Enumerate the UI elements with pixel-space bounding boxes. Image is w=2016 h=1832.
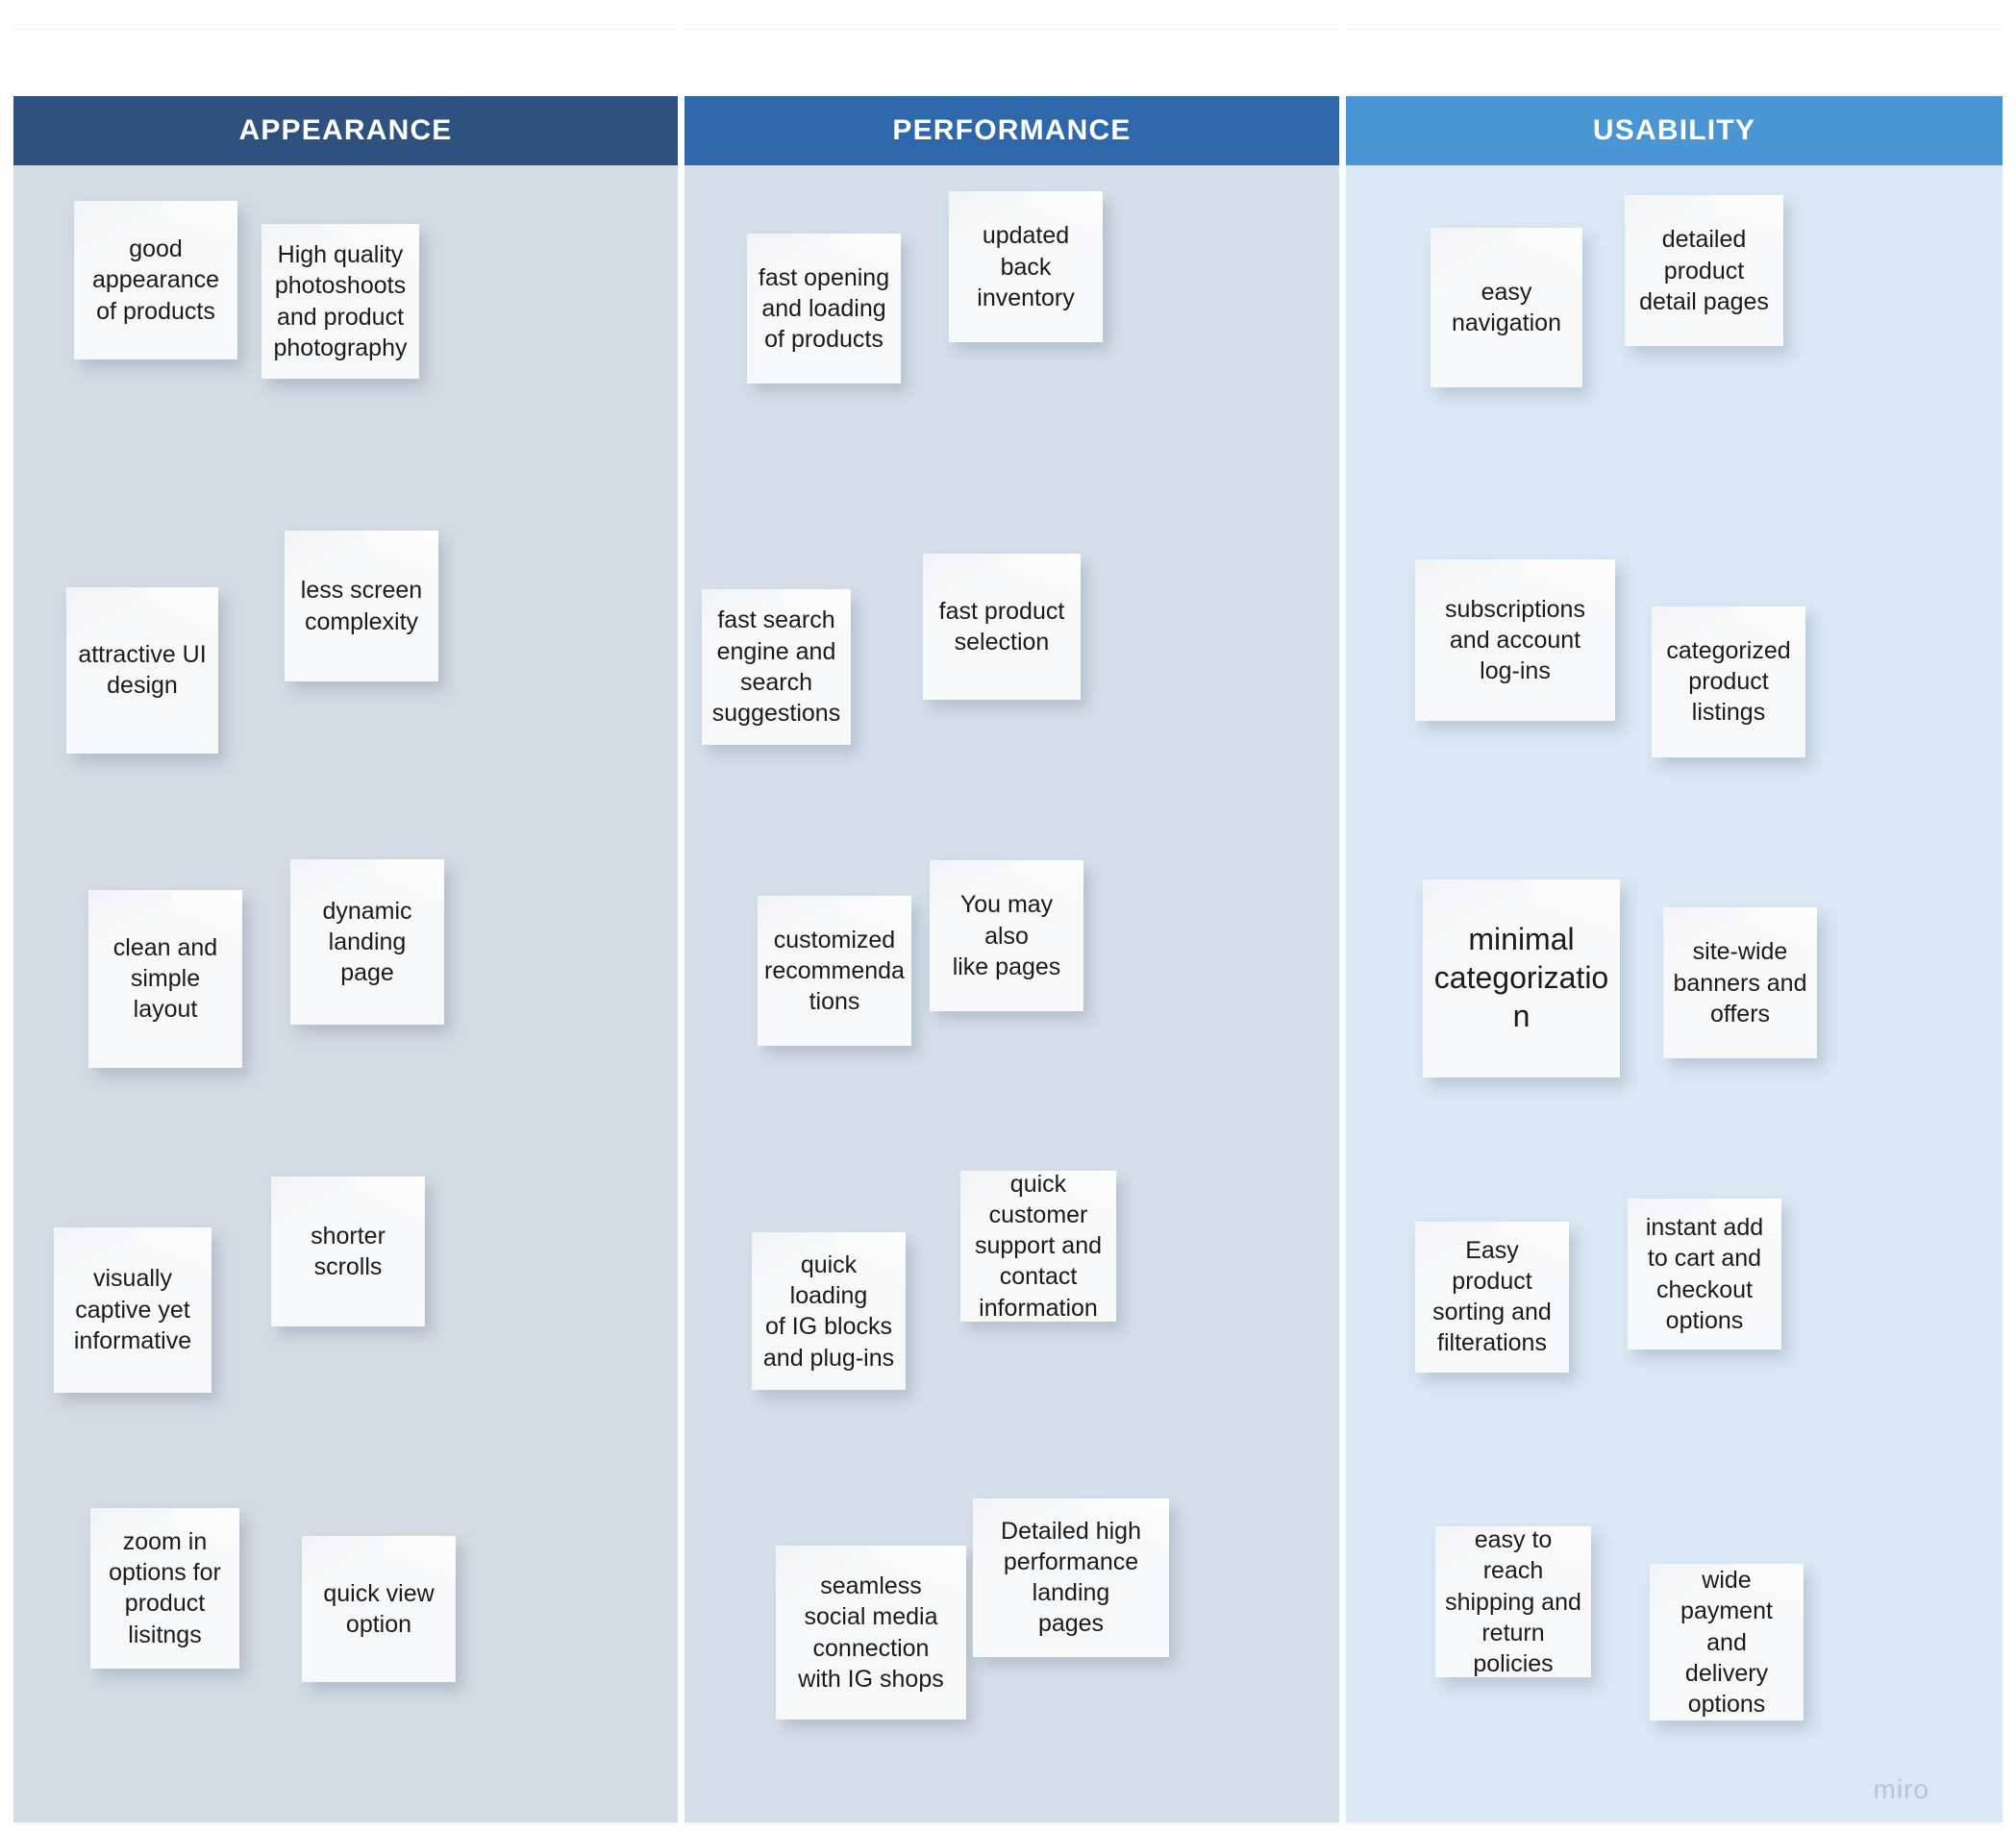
sticky-note[interactable]: zoom in options for product lisitngs — [90, 1507, 239, 1670]
sticky-note[interactable]: easy to reach shipping and return polici… — [1435, 1526, 1591, 1678]
sticky-note-text: shorter scrolls — [311, 1222, 386, 1281]
sticky-note[interactable]: site-wide banners and offers — [1663, 907, 1817, 1059]
sticky-note[interactable]: minimal categorizatio n — [1423, 879, 1620, 1077]
sticky-note[interactable]: customized recommenda tions — [758, 895, 911, 1047]
column-body-2: easy navigation detailed product detail p… — [1346, 165, 2003, 1825]
sticky-note[interactable]: less screen complexity — [285, 531, 438, 682]
column-header-0: APPEARANCE — [13, 96, 678, 165]
sticky-note[interactable]: clean and simple layout — [88, 889, 242, 1068]
sticky-note-text: site-wide banners and offers — [1673, 938, 1807, 1027]
sticky-note-text: less screen complexity — [300, 577, 423, 635]
sticky-note-text: updated back inventory — [977, 222, 1075, 311]
sticky-note[interactable]: fast search engine and search suggestion… — [702, 589, 851, 745]
miro-watermark: miro — [1873, 1774, 1929, 1804]
sticky-note[interactable]: Detailed high performance landing pages — [973, 1498, 1169, 1657]
sticky-note[interactable]: You may also like pages — [930, 860, 1083, 1012]
sticky-note-text: easy to reach shipping and return polici… — [1445, 1526, 1581, 1678]
sticky-note-text: High quality photoshoots and product pho… — [273, 241, 408, 361]
column-title: APPEARANCE — [238, 114, 453, 146]
sticky-note[interactable]: easy navigation — [1431, 227, 1582, 388]
sticky-note[interactable]: good appearance of products — [74, 201, 237, 359]
column-blank-cell — [684, 29, 1339, 97]
sticky-note-text: easy navigation — [1452, 278, 1561, 336]
column-body-1: fast opening and loading of products upda… — [684, 165, 1339, 1825]
column-header-2: USABILITY — [1346, 96, 2003, 165]
column-blank-cell — [1346, 29, 2003, 97]
column-title: USABILITY — [1592, 114, 1756, 146]
sticky-note[interactable]: High quality photoshoots and product pho… — [261, 223, 419, 380]
column-title: PERFORMANCE — [892, 114, 1132, 146]
sticky-note-text: dynamic landing page — [322, 897, 412, 987]
sticky-note[interactable]: detailed product detail pages — [1625, 195, 1783, 347]
column-body-0: good appearance of products High quality … — [13, 165, 678, 1825]
sticky-note-text: detailed product detail pages — [1639, 226, 1769, 315]
sticky-note[interactable]: seamless social media connection with IG… — [776, 1545, 966, 1721]
sticky-note-text: quick loading of IG blocks and plug-ins — [762, 1250, 895, 1372]
sticky-note-text: minimal categorizatio n — [1433, 922, 1609, 1033]
sticky-note[interactable]: Easy product sorting and filterations — [1415, 1221, 1569, 1373]
column-blank-cell — [13, 29, 678, 97]
column-appearance: APPEARANCE good appearance of products Hig… — [13, 29, 678, 1825]
sticky-note[interactable]: dynamic landing page — [290, 859, 444, 1025]
sticky-note-text: subscriptions and account log-ins — [1445, 595, 1585, 685]
sticky-note-text: Easy product sorting and filterations — [1432, 1236, 1552, 1357]
sticky-note[interactable]: attractive UI design — [66, 587, 218, 754]
sticky-note[interactable]: categorized product listings — [1652, 606, 1805, 757]
sticky-note[interactable]: quick customer support and contact infor… — [960, 1170, 1116, 1322]
sticky-note[interactable]: visually captive yet informative — [54, 1226, 212, 1394]
sticky-note-text: quick customer support and contact infor… — [974, 1170, 1103, 1322]
sticky-note-text: instant add to cart and checkout options — [1645, 1214, 1764, 1334]
sticky-note-text: Detailed high performance landing pages — [1001, 1517, 1141, 1638]
sticky-note-text: fast opening and loading of products — [758, 263, 890, 354]
sticky-note-text: fast product selection — [938, 597, 1065, 656]
column-usability: USABILITY easy navigation detailed product… — [1346, 29, 2003, 1825]
sticky-note[interactable]: quick view option — [302, 1536, 456, 1682]
sticky-note-text: good appearance of products — [91, 235, 220, 325]
sticky-note[interactable]: quick loading of IG blocks and plug-ins — [752, 1232, 906, 1391]
column-header-1: PERFORMANCE — [684, 96, 1339, 165]
sticky-note-text: seamless social media connection with IG… — [798, 1572, 944, 1693]
sticky-note-text: attractive UI design — [78, 641, 207, 700]
sticky-note[interactable]: instant add to cart and checkout options — [1628, 1199, 1781, 1349]
sticky-note[interactable]: wide payment and delivery options — [1650, 1564, 1804, 1721]
sticky-note[interactable]: updated back inventory — [949, 191, 1103, 343]
sticky-note[interactable]: shorter scrolls — [271, 1176, 425, 1327]
sticky-note[interactable]: subscriptions and account log-ins — [1415, 558, 1615, 722]
sticky-note-text: clean and simple layout — [112, 933, 218, 1024]
sticky-note-text: fast search engine and search suggestion… — [711, 607, 841, 728]
column-performance: PERFORMANCE fast opening and loading of p… — [684, 29, 1339, 1825]
sticky-note-text: visually captive yet informative — [73, 1265, 192, 1354]
sticky-note-text: zoom in options for product lisitngs — [109, 1527, 221, 1648]
sticky-note-text: quick view option — [323, 1579, 435, 1638]
sticky-note-text: wide payment and delivery options — [1680, 1567, 1773, 1719]
sticky-note-text: You may also like pages — [952, 891, 1061, 980]
sticky-note[interactable]: fast product selection — [923, 553, 1081, 700]
sticky-note-text: customized recommenda tions — [764, 926, 905, 1016]
sticky-note[interactable]: fast opening and loading of products — [747, 233, 901, 384]
sticky-note-text: categorized product listings — [1666, 636, 1791, 727]
